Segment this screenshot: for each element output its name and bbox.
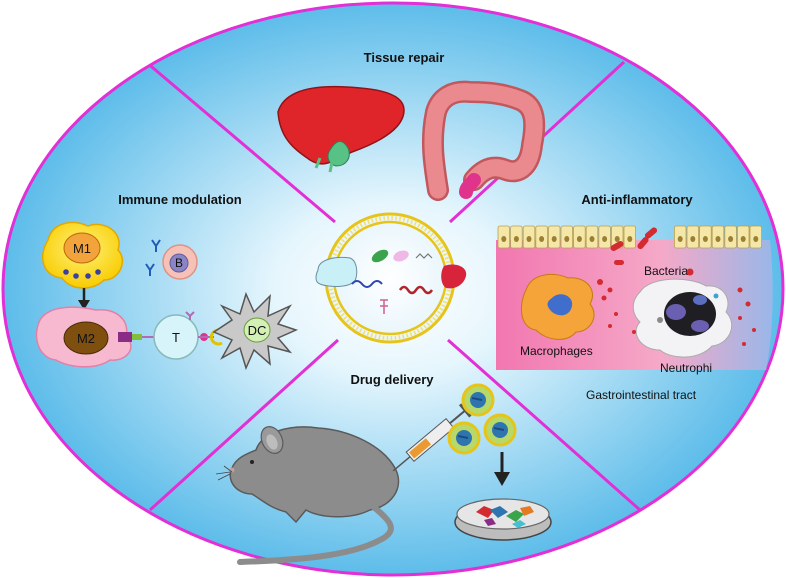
divider-bottom-right xyxy=(447,338,641,512)
immune-modulation-section: Immune modulation M1 M2 xyxy=(35,192,299,371)
b-cell: B xyxy=(162,244,198,280)
rna-strand xyxy=(398,285,434,295)
mirna-icon xyxy=(380,299,388,314)
extracellular-vesicle xyxy=(315,212,467,344)
epithelial-nucleus xyxy=(551,236,557,242)
epithelial-nucleus xyxy=(589,236,595,242)
drug-delivery-section: Drug delivery xyxy=(215,372,552,565)
dna-helix xyxy=(351,280,383,288)
vesicle-top xyxy=(461,383,495,417)
divider-top-left xyxy=(145,60,336,224)
vesicle-right xyxy=(483,413,517,447)
epithelial-nucleus xyxy=(690,236,696,242)
arrow-m1-to-m2 xyxy=(78,288,90,310)
epithelial-nucleus xyxy=(753,236,759,242)
epithelial-nucleus xyxy=(702,236,708,242)
divider-bottom-left xyxy=(148,338,340,512)
macrophages-label: Macrophages xyxy=(520,344,593,358)
epithelial-nucleus xyxy=(614,236,620,242)
section-title-tissue-repair: Tissue repair xyxy=(364,50,445,65)
epithelial-nucleus xyxy=(627,236,633,242)
epithelial-nucleus xyxy=(501,236,507,242)
neutrophil-label: Neutrophi xyxy=(660,361,712,375)
loaded-vesicles xyxy=(447,383,517,455)
section-title-immune-modulation: Immune modulation xyxy=(118,192,242,207)
liver-icon xyxy=(277,85,405,173)
lipid-chain xyxy=(415,253,433,259)
t-label: T xyxy=(172,330,180,345)
antibody-icon xyxy=(145,239,161,276)
t-cell: T xyxy=(153,311,223,360)
arrow-to-dish xyxy=(494,452,510,486)
anti-inflammatory-section: Anti-inflammatory Bacteria Macrophages xyxy=(496,192,773,402)
membrane-protein-left xyxy=(315,256,358,287)
epithelial-nucleus xyxy=(715,236,721,242)
m1-macrophage: M1 xyxy=(42,221,124,289)
epithelial-nucleus xyxy=(513,236,519,242)
mouse-icon xyxy=(215,426,400,565)
b-label: B xyxy=(175,256,183,270)
membrane-protein-right xyxy=(441,264,467,289)
epithelial-nucleus xyxy=(728,236,734,242)
epithelial-nucleus xyxy=(740,236,746,242)
epithelial-nucleus xyxy=(539,236,545,242)
gut-neutrophil: Neutrophi xyxy=(632,278,733,375)
epithelial-nucleus xyxy=(677,236,683,242)
epithelial-nucleus xyxy=(526,236,532,242)
gi-tract-label: Gastrointestinal tract xyxy=(586,388,697,402)
m2-macrophage: M2 xyxy=(35,306,160,368)
dc-label: DC xyxy=(248,323,267,338)
dendritic-cell: DC xyxy=(212,291,299,371)
bacteria-group: Bacteria xyxy=(610,227,694,278)
epithelial-nucleus xyxy=(576,236,582,242)
inflammation-particles xyxy=(597,279,756,346)
colon-icon xyxy=(421,80,546,201)
epithelial-nucleus xyxy=(602,236,608,242)
epithelial-nucleus xyxy=(564,236,570,242)
petri-dish-icon xyxy=(454,498,552,541)
section-title-anti-inflammatory: Anti-inflammatory xyxy=(581,192,693,207)
section-title-drug-delivery: Drug delivery xyxy=(350,372,434,387)
epithelial-layer xyxy=(497,225,763,249)
m1-label: M1 xyxy=(73,241,91,256)
protein-pink xyxy=(393,250,409,262)
vesicle-middle xyxy=(447,421,481,455)
gut-macrophage: Macrophages xyxy=(520,273,595,358)
protein-green xyxy=(371,249,389,263)
bacteria-label: Bacteria xyxy=(644,264,688,278)
m2-label: M2 xyxy=(77,331,95,346)
tissue-repair-section: Tissue repair xyxy=(277,50,546,201)
